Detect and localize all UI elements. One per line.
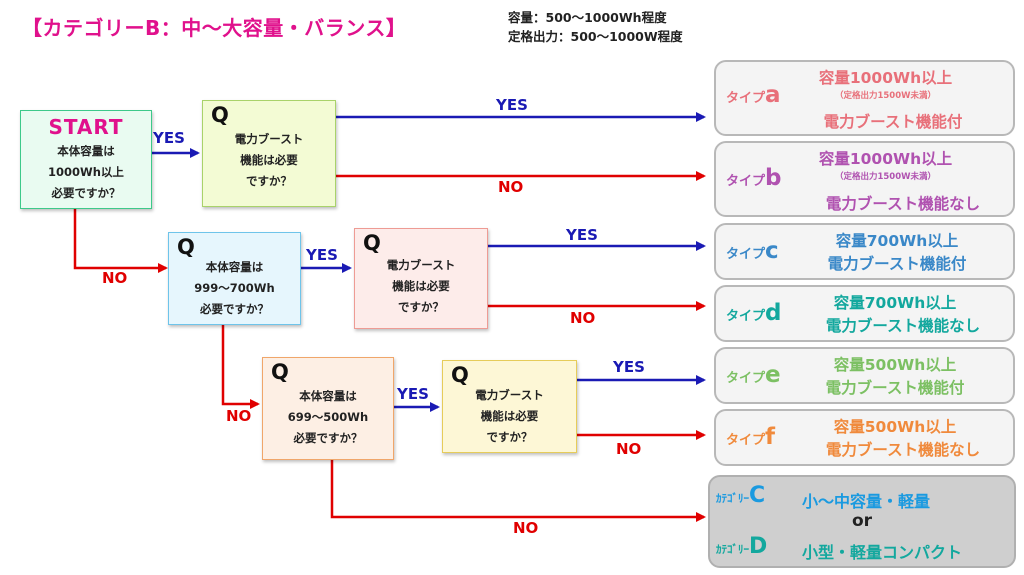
question-capacity-700: Q 本体容量は 999～700Wh 必要ですか？ (168, 232, 301, 325)
label-yes: YES (397, 385, 429, 403)
type-a-label: タイプa (726, 82, 781, 108)
question-boost-2: Q 電力ブースト 機能は必要 ですか？ (354, 228, 488, 329)
label-no: NO (498, 178, 524, 196)
page-title: 【カテゴリーB：中～大容量・バランス】 (22, 16, 407, 40)
result-type-f: タイプf 容量500Wh以上 電力ブースト機能なし (714, 409, 1015, 466)
arrow-q4-no (330, 460, 706, 522)
start-label: START (48, 115, 124, 139)
type-f-label: タイプf (726, 424, 776, 450)
q-mark: Q (363, 231, 381, 255)
q-mark: Q (451, 363, 469, 387)
label-yes: YES (496, 96, 528, 114)
label-yes: YES (613, 358, 645, 376)
type-c-label: タイプc (726, 238, 779, 264)
category-c-label: ｶﾃｺﾞﾘｰC (716, 483, 766, 508)
label-no: NO (513, 519, 539, 537)
result-type-e: タイプe 容量500Wh以上 電力ブースト機能付 (714, 347, 1015, 404)
type-b-label: タイプb (726, 165, 782, 191)
start-question: 本体容量は 1000Wh以上 必要ですか？ (48, 144, 124, 200)
question-boost-3: Q 電力ブースト 機能は必要 ですか？ (442, 360, 577, 453)
result-type-d: タイプd 容量700Wh以上 電力ブースト機能なし (714, 285, 1015, 342)
category-d-text: 小型・軽量コンパクト (802, 543, 963, 562)
question-capacity-500: Q 本体容量は 699～500Wh 必要ですか？ (262, 357, 394, 460)
or-text: or (851, 511, 873, 531)
spec-summary: 容量：500～1000Wh程度 定格出力：500～1000W程度 (508, 8, 683, 46)
result-other-categories: ｶﾃｺﾞﾘｰC 小～中容量・軽量 or ｶﾃｺﾞﾘｰD 小型・軽量コンパクト (708, 475, 1016, 568)
label-no: NO (102, 269, 128, 287)
category-d-label: ｶﾃｺﾞﾘｰD (716, 534, 768, 559)
label-no: NO (570, 309, 596, 327)
q-mark: Q (271, 360, 289, 384)
result-type-a: タイプa 容量1000Wh以上 （定格出力1500W未満） 電力ブースト機能付 (714, 60, 1015, 136)
rated-output-spec: 定格出力：500～1000W程度 (508, 29, 683, 44)
start-node: START 本体容量は 1000Wh以上 必要ですか？ (20, 110, 152, 209)
label-yes: YES (566, 226, 598, 244)
result-type-b: タイプb 容量1000Wh以上 （定格出力1500W未満） 電力ブースト機能なし (714, 141, 1015, 217)
category-c-text: 小～中容量・軽量 (802, 492, 931, 511)
type-d-label: タイプd (726, 300, 782, 326)
result-type-c: タイプc 容量700Wh以上 電力ブースト機能付 (714, 223, 1015, 280)
arrow-q2-no (221, 325, 260, 409)
label-no: NO (616, 440, 642, 458)
arrow-start-no (73, 209, 168, 273)
capacity-spec: 容量：500～1000Wh程度 (508, 10, 667, 25)
label-yes: YES (306, 246, 338, 264)
label-no: NO (226, 407, 252, 425)
q-mark: Q (177, 235, 195, 259)
question-boost-1: Q 電力ブースト 機能は必要 ですか？ (202, 100, 336, 207)
label-yes: YES (153, 129, 185, 147)
type-e-label: タイプe (726, 362, 781, 388)
q-mark: Q (211, 103, 229, 127)
